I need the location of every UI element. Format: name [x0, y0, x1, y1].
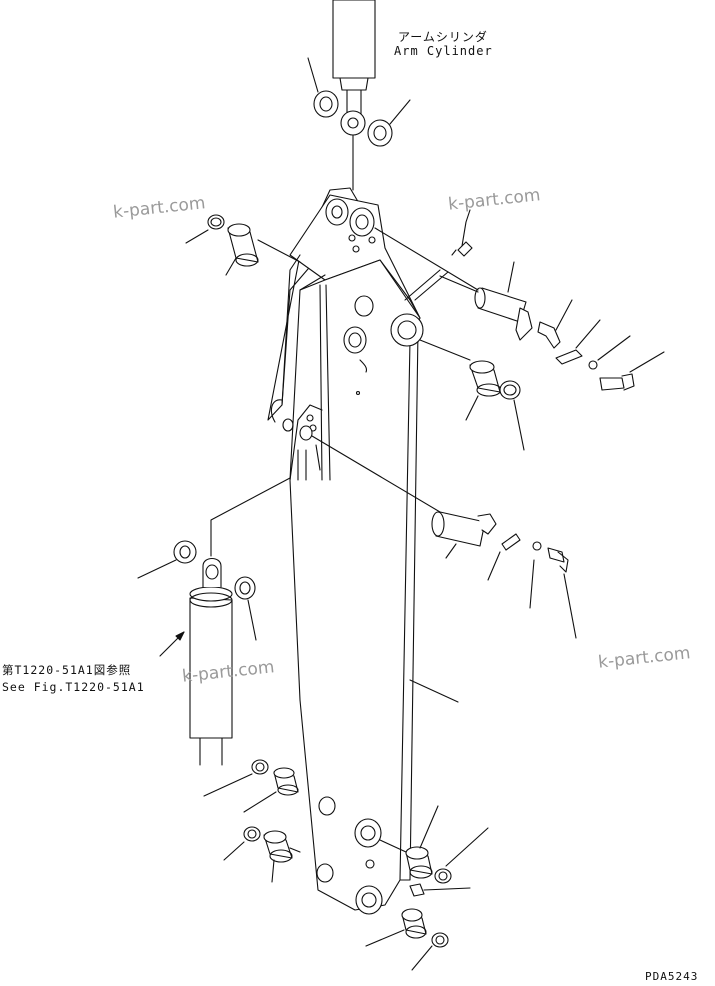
spring-washer-upper — [588, 335, 631, 370]
seal-middle-right — [499, 380, 525, 451]
bushing-lower-left-2 — [263, 830, 301, 883]
bushing-lower-right-1 — [379, 805, 439, 879]
reference-label-jp: 第T1220-51A1図参照 — [2, 663, 132, 677]
leader-arm-body — [409, 679, 459, 703]
cylinder-spacer-left — [137, 540, 197, 579]
plate-washer — [555, 319, 601, 365]
arm-body — [267, 187, 424, 915]
pin-upper-right — [374, 227, 533, 341]
elbow-fitting — [537, 299, 573, 349]
bushing-lower-right-2 — [365, 908, 427, 947]
leader-bracket — [414, 271, 449, 301]
seal-lower-left-1 — [203, 759, 269, 797]
arm-cylinder-rod-end — [332, 0, 376, 191]
plate-lock — [487, 533, 521, 581]
bolt-middle — [547, 547, 577, 639]
reference-label-en: See Fig.T1220-51A1 — [2, 680, 145, 694]
arm-cylinder-spacer-left — [307, 57, 339, 118]
cylinder-spacer-right — [234, 576, 257, 641]
bushing-lower-left-1 — [243, 767, 299, 813]
seal-upper-left — [185, 214, 225, 244]
drawing-code: PDA5243 — [645, 970, 699, 983]
seal-lower-right-2 — [411, 932, 449, 971]
bolt-upper — [599, 351, 665, 391]
reference-arrow — [159, 631, 185, 657]
seal-lower-left-2 — [223, 826, 261, 861]
grease-fitting-lower — [409, 883, 471, 897]
seal-lower-right-1 — [434, 827, 489, 884]
arm-cylinder-spacer-right — [367, 99, 411, 147]
bushing-middle-right — [419, 339, 502, 421]
bucket-cylinder — [189, 477, 291, 766]
arm-cylinder-label-jp: アームシリンダ — [398, 30, 488, 44]
spring-washer-middle — [529, 541, 542, 609]
grease-fitting — [451, 209, 473, 257]
pin-middle — [311, 435, 497, 559]
bushing-upper-left — [225, 223, 301, 276]
arm-cylinder-label-en: Arm Cylinder — [394, 44, 493, 58]
